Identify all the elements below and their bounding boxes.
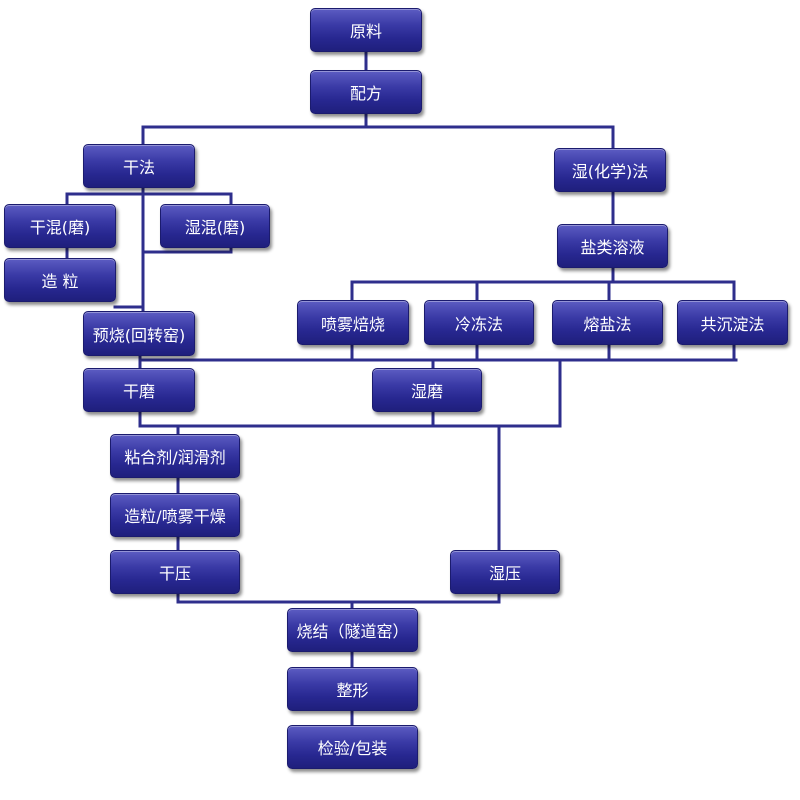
node-dry-mix: 干混(磨) (4, 204, 116, 248)
node-coprecipitation-method: 共沉淀法 (677, 300, 788, 345)
node-binder-lubricant: 粘合剂/润滑剂 (110, 434, 240, 478)
node-wet-chemical-method: 湿(化学)法 (554, 148, 666, 192)
node-dry-pressing: 干压 (110, 550, 240, 594)
node-molten-salt-method: 熔盐法 (552, 300, 663, 345)
node-granulation-spray-drying: 造粒/喷雾干燥 (110, 493, 240, 537)
node-wet-mix: 湿混(磨) (160, 204, 270, 248)
node-freeze-method: 冷冻法 (424, 300, 534, 345)
node-spray-roasting: 喷雾焙烧 (297, 300, 409, 345)
node-formula: 配方 (310, 70, 422, 114)
node-wet-pressing: 湿压 (450, 550, 560, 594)
node-wet-grinding: 湿磨 (372, 368, 482, 412)
node-sintering: 烧结（隧道窑） (287, 608, 418, 652)
node-dry-grinding: 干磨 (83, 368, 195, 412)
node-prefiring: 预烧(回转窑) (83, 311, 195, 356)
node-salt-solution: 盐类溶液 (557, 224, 668, 268)
node-granulation: 造 粒 (4, 258, 116, 302)
node-shaping: 整形 (287, 667, 418, 711)
node-inspection-packaging: 检验/包装 (287, 725, 418, 769)
node-dry-method: 干法 (83, 144, 195, 188)
node-raw-material: 原料 (310, 8, 422, 52)
